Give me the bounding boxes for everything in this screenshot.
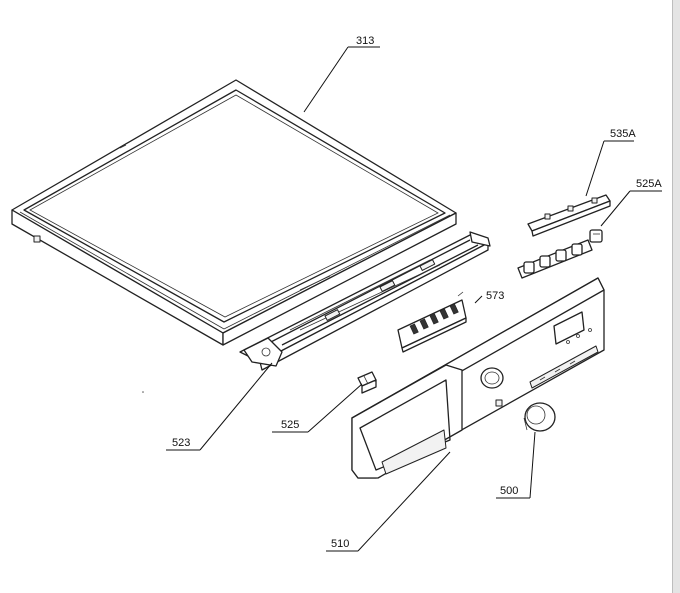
callout-313-label: 313 bbox=[356, 35, 374, 47]
callout-525-label: 525 bbox=[281, 419, 299, 431]
part-313-top-cover bbox=[11, 79, 457, 346]
callout-500: 500 bbox=[496, 431, 536, 499]
part-573-circuit-board bbox=[397, 291, 467, 353]
part-500-knob bbox=[523, 402, 556, 432]
callout-523-label: 523 bbox=[172, 437, 190, 449]
callout-573: 573 bbox=[474, 290, 504, 304]
callout-535a-label: 535A bbox=[610, 128, 636, 140]
stray-mark bbox=[142, 391, 144, 393]
callout-535a: 535A bbox=[585, 128, 636, 197]
callout-500-label: 500 bbox=[500, 485, 518, 497]
callout-523: 523 bbox=[166, 362, 273, 451]
window-right-edge bbox=[672, 0, 680, 593]
part-523-rail-bracket bbox=[239, 231, 491, 371]
callout-510: 510 bbox=[326, 451, 451, 552]
callout-525: 525 bbox=[272, 383, 363, 433]
callout-525a: 525A bbox=[600, 178, 662, 227]
part-510-control-panel bbox=[351, 277, 605, 479]
part-535a-bracket bbox=[527, 194, 611, 237]
callout-573-label: 573 bbox=[486, 290, 504, 302]
callout-525a-label: 525A bbox=[636, 178, 662, 190]
callout-510-label: 510 bbox=[331, 538, 349, 550]
callout-313: 313 bbox=[303, 35, 380, 113]
part-525a-button-strip bbox=[517, 229, 603, 279]
part-525-button bbox=[357, 371, 377, 394]
